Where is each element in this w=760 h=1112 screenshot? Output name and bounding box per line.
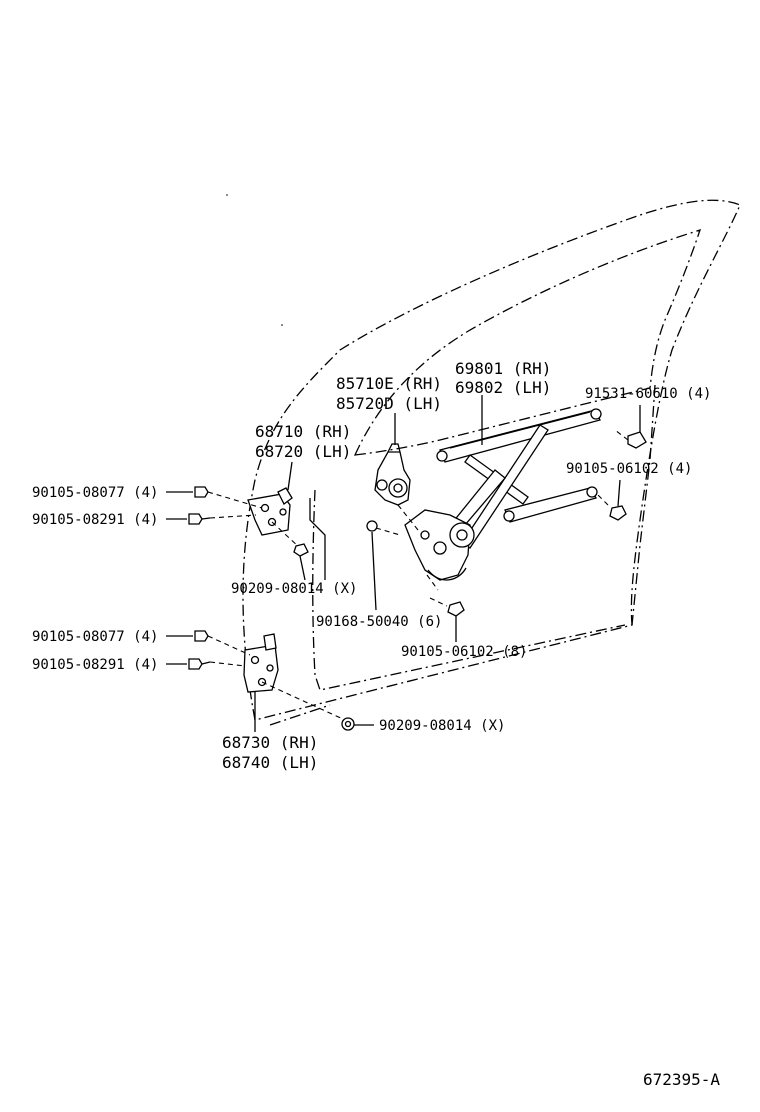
upper-hinge-bolts xyxy=(166,486,309,557)
upper-hinge xyxy=(247,487,293,536)
clip-top-right xyxy=(614,429,647,449)
label-motor-lh: 85720D (LH) xyxy=(336,394,442,413)
stray-dot xyxy=(226,194,228,196)
lower-hinge-bolts xyxy=(166,630,355,731)
label-upper-hinge-lh: 68720 (LH) xyxy=(255,442,351,461)
label-clip-top-right: 91531-60610 (4) xyxy=(585,386,711,402)
label-lower-hinge-lh: 68740 (LH) xyxy=(222,753,318,772)
label-nut-lower: 90209-08014 (X) xyxy=(379,718,505,734)
leader-upper-hinge xyxy=(287,461,293,491)
label-upper-hinge-rh: 68710 (RH) xyxy=(255,422,351,441)
label-lower-hinge-rh: 68730 (RH) xyxy=(222,733,318,752)
label-regulator-lh: 69802 (LH) xyxy=(455,378,551,397)
label-bolt-lower-1: 90105-08077 (4) xyxy=(32,629,158,645)
leader-nut-upper xyxy=(299,555,306,581)
label-screw-mid: 90168-50040 (6) xyxy=(316,614,442,630)
label-bolt-right: 90105-06102 (4) xyxy=(566,461,692,477)
footer-code: 672395-A xyxy=(643,1070,720,1089)
screw-mid xyxy=(366,520,401,536)
bolt-lower-center xyxy=(429,597,465,617)
label-bolt-upper-1: 90105-08077 (4) xyxy=(32,485,158,501)
label-bolt-upper-2: 90105-08291 (4) xyxy=(32,512,158,528)
label-regulator-rh: 69801 (RH) xyxy=(455,359,551,378)
lower-hinge xyxy=(243,633,279,693)
leader-bolt-right xyxy=(617,479,621,507)
label-bolt-lower-2: 90105-08291 (4) xyxy=(32,657,158,673)
window-regulator xyxy=(404,408,602,591)
leader-screw-mid xyxy=(371,531,377,611)
bolt-right xyxy=(597,494,627,521)
stray-dot xyxy=(281,324,283,326)
label-bolt-lower-center: 90105-06102 (8) xyxy=(401,644,527,660)
regulator-motor xyxy=(374,443,411,506)
label-nut-upper: 90209-08014 (X) xyxy=(231,581,357,597)
label-motor-rh: 85710E (RH) xyxy=(336,374,442,393)
door-bracket-left xyxy=(309,498,326,580)
